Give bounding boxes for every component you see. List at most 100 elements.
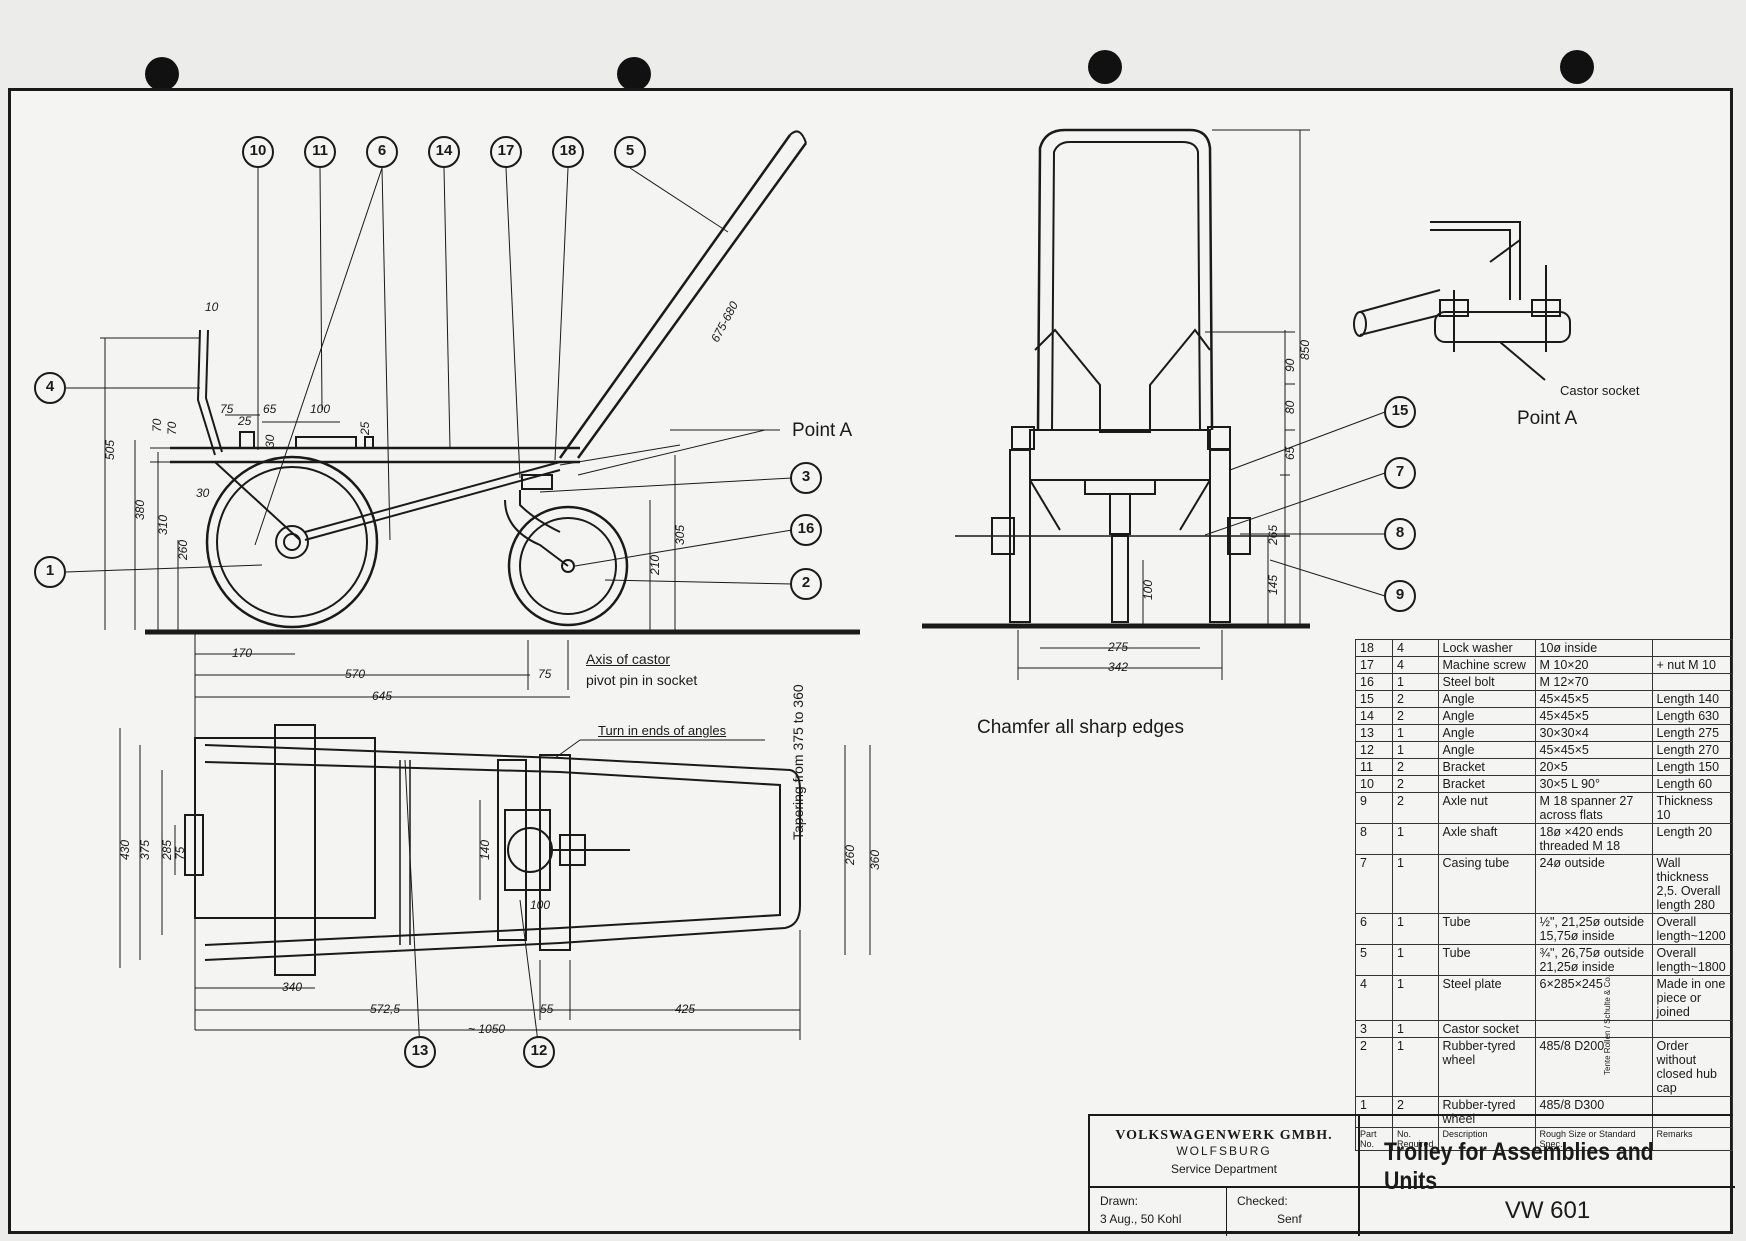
dimension-1050: ~ 1050 xyxy=(468,1022,506,1036)
punch-hole xyxy=(617,57,651,91)
dimension-30b: 30 xyxy=(196,486,210,500)
parts-cell-desc: Angle xyxy=(1437,724,1536,742)
balloon-label-1: 1 xyxy=(45,562,55,579)
dimension-570: 570 xyxy=(345,667,366,681)
parts-cell-remarks: Length 60 xyxy=(1651,775,1734,793)
balloon-circle-16 xyxy=(790,514,822,546)
balloon-circle-2 xyxy=(790,568,822,600)
parts-header-size: Rough Size or Standard Spec. xyxy=(1534,1127,1653,1151)
punch-hole xyxy=(145,57,179,91)
dimension-30a: 30 xyxy=(263,434,277,448)
drawing-title: Trolley for Assemblies and Units xyxy=(1384,1138,1654,1195)
parts-cell-qty: 2 xyxy=(1392,690,1439,708)
dimension-65: 65 xyxy=(263,402,277,416)
balloon-label-17: 17 xyxy=(497,142,515,159)
parts-cell-no: 5 xyxy=(1355,944,1393,976)
point-a-detail-label: Point A xyxy=(1517,408,1578,429)
parts-cell-qty: 2 xyxy=(1392,707,1439,725)
balloon-label-7: 7 xyxy=(1395,463,1405,480)
parts-cell-no: 17 xyxy=(1355,656,1393,674)
parts-cell-desc: Steel plate xyxy=(1437,975,1536,1021)
dimension-260b: 260 xyxy=(843,844,857,865)
parts-header-no: Part No. xyxy=(1355,1127,1393,1151)
turn-in-note: Turn in ends of angles xyxy=(598,723,727,738)
parts-cell-size: 18ø ×420 ends threaded M 18 xyxy=(1534,823,1653,855)
parts-cell-size xyxy=(1534,1020,1653,1038)
dimension-10: 10 xyxy=(205,300,219,314)
dimension-850: 850 xyxy=(1298,339,1312,360)
balloon-circle-3 xyxy=(790,462,822,494)
balloon-label-12: 12 xyxy=(530,1042,548,1059)
balloon-circle-12 xyxy=(523,1036,555,1068)
dimension-380: 380 xyxy=(133,499,147,520)
parts-cell-qty: 1 xyxy=(1392,944,1439,976)
parts-cell-remarks: Overall length~1200 xyxy=(1651,913,1734,945)
parts-cell-no: 14 xyxy=(1355,707,1393,725)
parts-cell-no: 3 xyxy=(1355,1020,1393,1038)
dimension-430: 430 xyxy=(118,839,132,860)
parts-cell-desc: Axle shaft xyxy=(1437,823,1536,855)
balloon-circle-10 xyxy=(242,136,274,168)
parts-cell-no: 11 xyxy=(1355,758,1393,776)
parts-cell-qty: 2 xyxy=(1392,775,1439,793)
company-name: VOLKSWAGENWERK GMBH. xyxy=(1115,1128,1333,1143)
point-a-detail xyxy=(1353,221,1571,381)
parts-cell-desc: Steel bolt xyxy=(1437,673,1536,691)
parts-cell-size: 45×45×5 xyxy=(1534,741,1653,759)
parts-cell-remarks: Wall thickness 2,5. Overall length 280 xyxy=(1651,854,1734,914)
parts-cell-desc: Lock washer xyxy=(1437,639,1536,657)
dimension-505: 505 xyxy=(103,439,117,460)
parts-cell-no: 9 xyxy=(1355,792,1393,824)
parts-cell-qty: 4 xyxy=(1392,656,1439,674)
dimension-90: 90 xyxy=(1283,358,1297,372)
dimension-75b: 75 xyxy=(538,667,552,681)
parts-cell-qty: 1 xyxy=(1392,1037,1439,1097)
parts-cell-no: 16 xyxy=(1355,673,1393,691)
dimension-100: 100 xyxy=(310,402,331,416)
title-block: VOLKSWAGENWERK GMBH. WOLFSBURG Service D… xyxy=(1088,1114,1735,1236)
parts-header-desc: Description xyxy=(1437,1127,1536,1151)
drawn-label: Drawn: xyxy=(1100,1194,1139,1208)
parts-cell-remarks: Made in one piece or joined xyxy=(1651,975,1734,1021)
parts-cell-remarks: Length 140 xyxy=(1651,690,1734,708)
parts-cell-qty: 1 xyxy=(1392,724,1439,742)
balloon-circle-6 xyxy=(366,136,398,168)
drawn-value: 3 Aug., 50 Kohl xyxy=(1100,1212,1182,1226)
dimension-310: 310 xyxy=(156,514,170,535)
balloon-circle-4 xyxy=(34,372,66,404)
parts-cell-size: M 12×70 xyxy=(1534,673,1653,691)
dimension-70b: 70 xyxy=(165,421,179,435)
dimension-340: 340 xyxy=(282,980,303,994)
castor-socket-label: Castor socket xyxy=(1560,383,1640,398)
parts-cell-no: 8 xyxy=(1355,823,1393,855)
dimension-75: 75 xyxy=(220,402,234,416)
balloon-label-3: 3 xyxy=(801,468,811,485)
parts-cell-qty: 2 xyxy=(1392,792,1439,824)
supplier-note: Tente Rollen / Schulte & Co. xyxy=(1603,974,1612,1075)
balloon-label-15: 15 xyxy=(1391,402,1409,419)
balloon-label-4: 4 xyxy=(45,378,55,395)
balloon-label-16: 16 xyxy=(797,520,815,537)
balloon-circle-13 xyxy=(404,1036,436,1068)
parts-cell-remarks: Thickness 10 xyxy=(1651,792,1734,824)
balloon-label-18: 18 xyxy=(559,142,577,159)
balloon-circle-17 xyxy=(490,136,522,168)
parts-cell-remarks: Length 275 xyxy=(1651,724,1734,742)
parts-cell-desc: Angle xyxy=(1437,690,1536,708)
dimension-75c: 75 xyxy=(173,846,187,860)
parts-cell-remarks: Overall length~1800 xyxy=(1651,944,1734,976)
dimension-265: 265 xyxy=(1266,524,1280,545)
parts-cell-no: 2 xyxy=(1355,1037,1393,1097)
chamfer-note: Chamfer all sharp edges xyxy=(977,717,1184,738)
